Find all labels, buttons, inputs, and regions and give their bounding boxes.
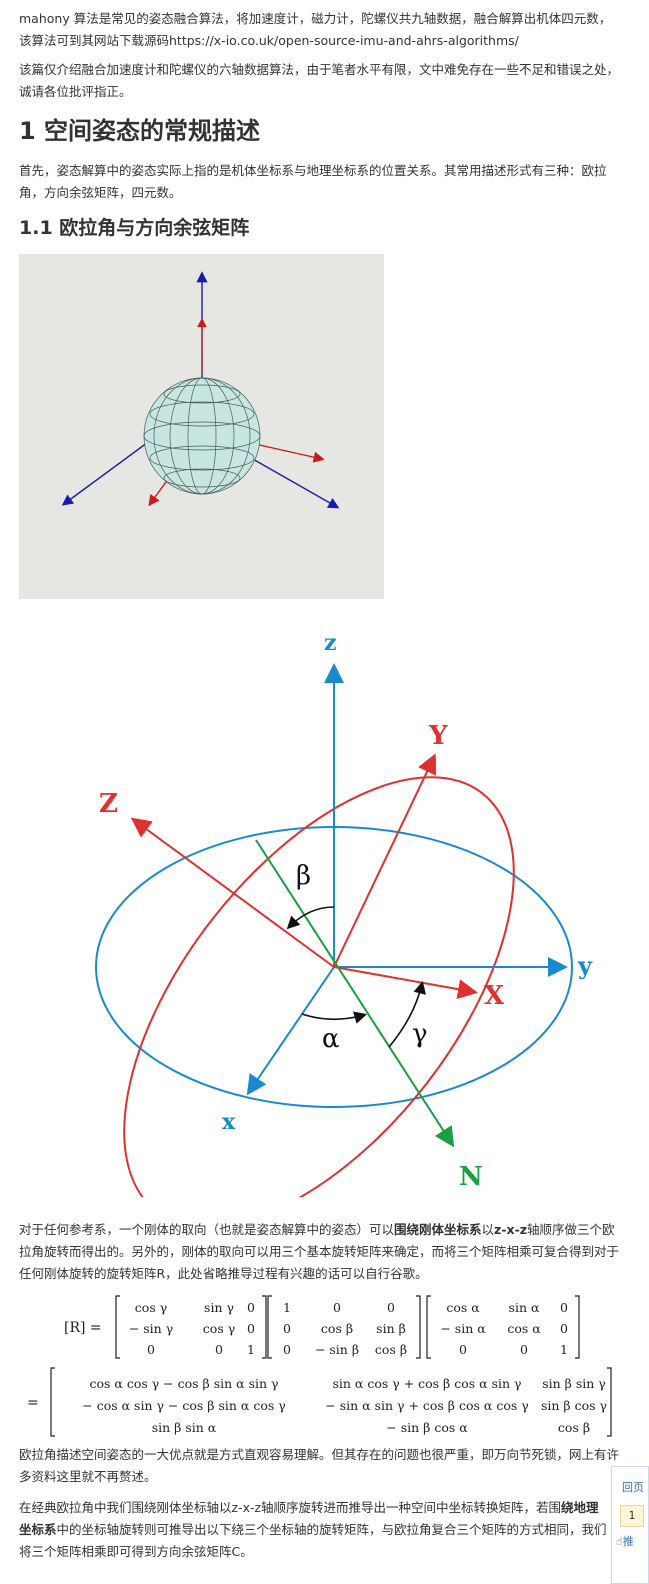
matrix-beta-cell: 0 [333,1300,341,1315]
matrix-cells: cos γ sin γ 0 − sin γ cos γ 0 0 0 1 1 0 0 0 cos β sin … [82,1300,607,1435]
comment-count-badge[interactable]: 1 [620,1505,644,1527]
bold-run: 围绕刚体坐标系 [394,1222,482,1237]
matrix-gamma-cell: − sin γ [129,1321,173,1336]
matrix-gamma-cell: cos γ [135,1300,167,1315]
text-run: 中的坐标轴旋转则可推导出以下绕三个坐标轴的旋转矩阵，与欧拉角复合三个矩阵的方式相… [19,1522,607,1559]
bold-run: z-x-z [494,1222,528,1237]
matrix-alpha-cell: cos α [507,1321,541,1336]
matrix-result-cell: − cos α sin γ − cos β sin α cos γ [82,1398,285,1413]
matrix-alpha-cell: − sin α [440,1321,486,1336]
axis-label-z: z [324,630,337,656]
text-run: 以 [481,1222,495,1237]
axis-label-x: x [222,1109,236,1135]
matrix-gamma-cell: 0 [247,1300,255,1315]
matrix-equals: = [27,1395,39,1411]
angle-label-alpha: α [322,1024,340,1054]
matrix-result-cell: − sin α sin γ + cos β cos α cos γ [325,1398,528,1413]
matrix-beta-cell: cos β [321,1321,353,1336]
back-to-top-link[interactable]: 回页 [622,1481,644,1494]
intro-paragraph: mahony 算法是常见的姿态融合算法，将加速度计，磁力计，陀螺仪共九轴数据，融… [19,11,612,48]
matrix-alpha-cell: 0 [520,1342,528,1357]
matrix-gamma-cell: 0 [147,1342,155,1357]
matrix-beta-cell: sin β [376,1321,406,1336]
bold-run: 绕地理坐标系 [19,1500,599,1537]
angle-label-beta: β [296,861,311,891]
matrix-result-cell: cos α cos γ − cos β sin α sin γ [89,1376,278,1391]
matrix-beta-cell: − sin β [315,1342,359,1357]
matrix-gamma-cell: 1 [247,1342,255,1357]
axis-label-N: N [459,1162,483,1192]
axis-label-Y: Y [428,721,448,751]
geographic-paragraph: 在经典欧拉角中我们围绕刚体坐标轴以z-x-z轴顺序旋转进而推导出一种空间中坐标转… [19,1497,611,1563]
matrix-result-cell: sin β sin γ [542,1376,606,1391]
recommend-button[interactable]: ☝推 [612,1527,648,1549]
matrix-alpha-cell: 1 [560,1342,568,1357]
text-run: 在经典欧拉角中我们围绕刚体坐标轴以z-x-z轴顺序旋转进而推导出一种空间中坐标转… [19,1500,562,1515]
scope-paragraph: 该篇仅介绍融合加速度计和陀螺仪的六轴数据算法，由于笔者水平有限，文中难免存在一些… [19,62,620,99]
angle-label-gamma: γ [412,1019,428,1049]
sphere-svg [61,271,340,509]
matrix-beta-cell: 0 [283,1321,291,1336]
matrix-alpha-cell: sin α [509,1300,540,1315]
matrix-gamma-cell: cos γ [203,1321,235,1336]
matrix-gamma-cell: sin γ [204,1300,234,1315]
sphere-rotation-figure [19,254,384,599]
euler-angle-diagram: z Y Z β y X α γ x N [74,622,634,1228]
recommend-label: 推 [622,1535,634,1548]
matrix-beta-cell: 0 [387,1300,395,1315]
matrix-gamma-cell: 0 [247,1321,255,1336]
text-run: 轴顺序做三个欧拉角旋转而得出的。另外的，刚体的取向可以用三个基本旋转矩阵来确定，… [19,1222,620,1281]
axis-label-Z: Z [99,789,118,819]
section-heading: 1 空间姿态的常规描述 [19,117,261,145]
matrix-alpha-cell: cos α [446,1300,480,1315]
matrix-alpha-cell: 0 [560,1300,568,1315]
matrix-alpha-cell: 0 [560,1321,568,1336]
floating-sidebar: 回页 1 ☝推 [611,1466,649,1584]
axis-label-y: y [577,951,593,980]
matrix-result-cell: − sin β cos α [386,1420,468,1435]
matrix-result-cell: sin β sin α [152,1420,217,1435]
text-run: 对于任何参考系，一个刚体的取向（也就是姿态解算中的姿态）可以 [19,1222,395,1237]
thumb-icon: ☝ [616,1535,623,1548]
gimbal-lock-paragraph: 欧拉角描述空间姿态的一大优点就是方式直观容易理解。但其存在的问题也很严重，即万向… [19,1447,620,1484]
euler-svg: z Y Z β y X α γ x N [95,630,593,1228]
matrix-gamma-cell: 0 [215,1342,223,1357]
matrix-result-cell: sin α cos γ + cos β cos α sin γ [332,1376,521,1391]
matrix-result-cell: sin β cos γ [541,1398,607,1413]
subsection-heading: 1.1 欧拉角与方向余弦矩阵 [19,217,250,239]
matrix-beta-cell: cos β [375,1342,407,1357]
rigid-body-paragraph: 对于任何参考系，一个刚体的取向（也就是姿态解算中的姿态）可以围绕刚体坐标系以z-… [19,1219,619,1285]
attitude-paragraph: 首先，姿态解算中的姿态实际上指的是机体坐标系与地理坐标系的位置关系。其常用描述形… [19,163,607,200]
axis-label-X: X [484,981,505,1011]
matrix-result-cell: cos β [558,1420,590,1435]
matrix-alpha-cell: 0 [459,1342,467,1357]
matrix-beta-cell: 0 [283,1342,291,1357]
matrix-lhs: [R] = [64,1320,102,1336]
matrix-beta-cell: 1 [283,1300,291,1315]
